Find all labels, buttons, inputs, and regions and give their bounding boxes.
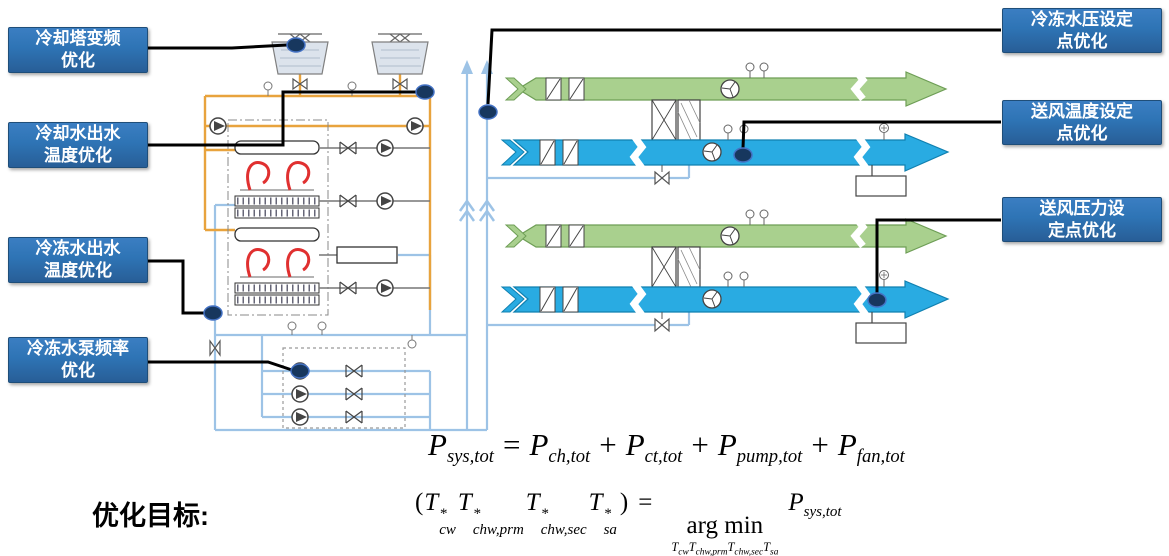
objective-label: 优化目标: <box>92 501 209 531</box>
formula-total-power: Psys,tot=Pch,tot+Pct,tot+Ppump,tot+Pfan,… <box>428 427 905 468</box>
formula-term: Tchw,sec <box>727 539 764 556</box>
formula-term: Tcw <box>671 539 689 556</box>
heat-exchanger <box>336 246 398 264</box>
chiller-1 <box>234 140 320 219</box>
callout-chilled-water-temp: 冷冻水出水 温度优化 <box>8 237 148 283</box>
compressor-icon <box>246 248 311 278</box>
compressor-icon <box>246 161 311 191</box>
valve-icon <box>292 77 408 91</box>
anchor-marker <box>478 104 498 120</box>
cooling-tower <box>271 33 329 75</box>
formula-term: Tchw,prm <box>688 539 728 556</box>
formula-term: Psys,tot <box>428 427 494 468</box>
chiller-boundary <box>227 119 329 316</box>
callout-chw-pressure-setpoint: 冷冻水压设定 点优化 <box>1002 8 1162 53</box>
pump-icon <box>209 117 424 135</box>
anchor-marker <box>867 292 887 308</box>
anchor-marker <box>733 147 753 163</box>
sensor-icon <box>263 81 357 96</box>
condenser-water-pipes <box>203 74 432 310</box>
formula-term: T*sa <box>588 489 617 538</box>
anchor-markers <box>203 37 887 379</box>
formula-term: Tsa <box>763 539 779 556</box>
anchor-marker <box>290 363 310 379</box>
callout-connectors <box>148 28 1001 372</box>
formula-term: Pct,tot <box>625 427 683 468</box>
formula-term: T*cw <box>424 489 456 538</box>
callout-condenser-water-temp: 冷却水出水 温度优化 <box>8 122 148 168</box>
flow-arrow-icon <box>461 60 493 74</box>
formula-term: Pfan,tot <box>837 427 905 468</box>
check-valve-icon <box>339 141 357 295</box>
check-valve-icon <box>345 364 363 424</box>
valve-icon <box>209 339 221 357</box>
formula-term: Psys,tot <box>788 489 842 520</box>
ahu-system-2 <box>502 210 948 343</box>
formula-term: Pch,tot <box>529 427 591 468</box>
chiller-2 <box>234 227 320 306</box>
formula-term: T*chw,prm <box>457 489 524 538</box>
cooling-tower <box>371 33 429 75</box>
formula-term: T*chw,sec <box>525 489 587 538</box>
formula-term: Ppump,tot <box>717 427 803 468</box>
anchor-marker <box>286 37 306 53</box>
ahu-system-1 <box>502 63 948 196</box>
pipe-break-chevrons <box>458 198 496 222</box>
callout-cooling-tower-vfd: 冷却塔变频 优化 <box>8 27 148 73</box>
anchor-marker <box>203 305 223 321</box>
branch-pipes <box>319 147 430 289</box>
callout-pump-frequency: 冷冻水泵频率 优化 <box>8 337 148 383</box>
sensor-icon <box>287 321 417 349</box>
pump-icon <box>376 139 394 297</box>
callout-supply-air-pressure-setpoint: 送风压力设 定点优化 <box>1002 197 1162 242</box>
callout-supply-air-temp-setpoint: 送风温度设定 点优化 <box>1002 100 1162 145</box>
anchor-marker <box>415 84 435 100</box>
